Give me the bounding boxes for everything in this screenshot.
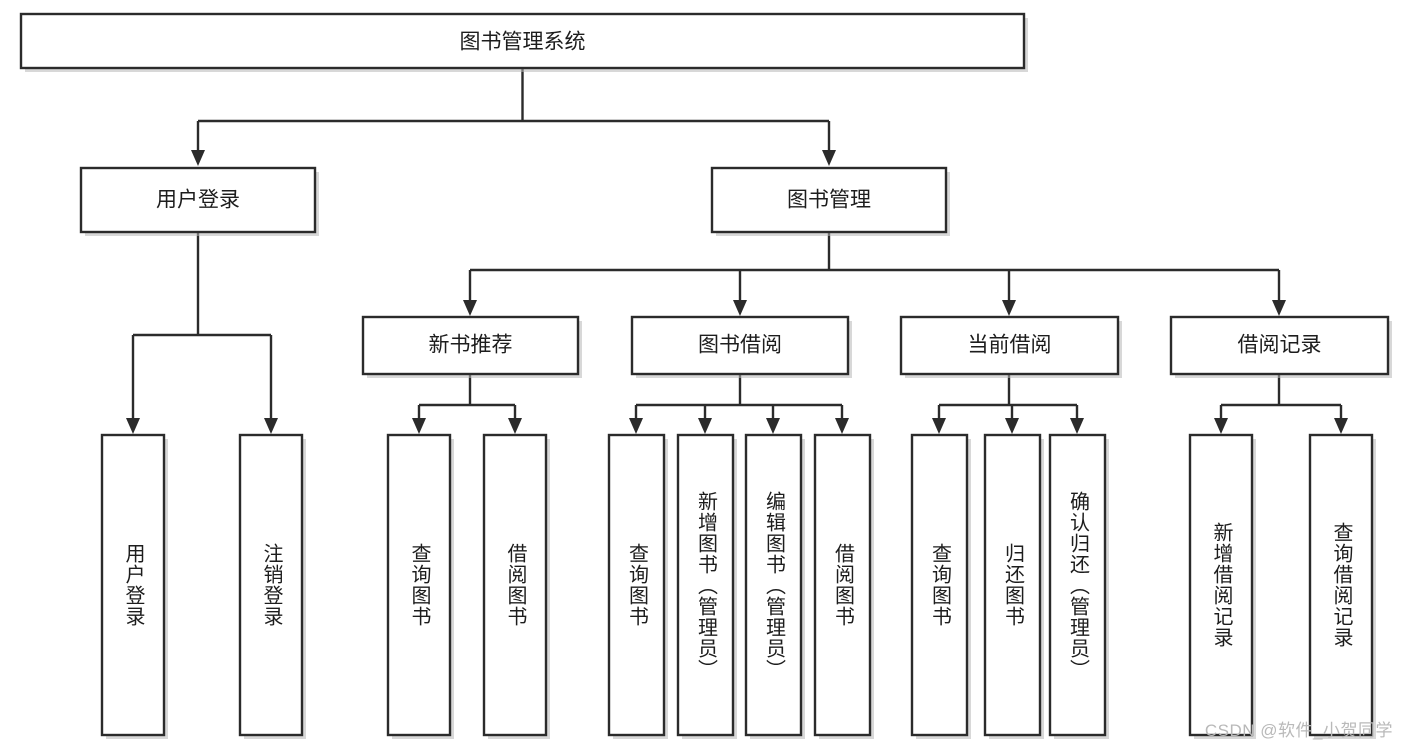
watermark-text: CSDN @软件_小贺同学 (1204, 721, 1393, 740)
node-borrow-record[interactable]: 借阅记录 (1169, 315, 1392, 378)
arrowhead-leaf-add-book (698, 418, 712, 434)
node-new-book-rec[interactable]: 新书推荐 (361, 315, 582, 378)
node-book-manage-rect[interactable] (710, 166, 948, 234)
node-book-manage[interactable]: 图书管理 (710, 166, 950, 236)
leaf-query-book-cur-rect[interactable] (910, 433, 969, 737)
arrowhead-leaf-borrow-book-rec (508, 418, 522, 434)
node-current-borrow[interactable]: 当前借阅 (899, 315, 1122, 378)
connector-group-current-borrow (932, 374, 1084, 434)
arrowhead-leaf-edit-book (766, 418, 780, 434)
arrowhead-leaf-query-book-cur (932, 418, 946, 434)
connector-group-book-borrow (629, 374, 849, 434)
arrowhead-leaf-query-book-bor (629, 418, 643, 434)
leaf-add-record-rect[interactable] (1188, 433, 1254, 737)
node-user-login[interactable]: 用户登录 (79, 166, 319, 236)
leaf-user-login-rect[interactable] (100, 433, 166, 737)
connector-group-borrow-record (1214, 374, 1348, 434)
connector-group-new-book-rec (412, 374, 522, 434)
node-current-borrow-rect[interactable] (899, 315, 1120, 376)
arrowhead-leaf-user-login (126, 418, 140, 434)
leaf-borrow-book-rec-rect[interactable] (482, 433, 548, 737)
connector-group-book-manage (463, 232, 1286, 316)
node-book-borrow-label: 图书借阅 (698, 334, 782, 357)
node-book-borrow[interactable]: 图书借阅 (630, 315, 852, 378)
arrowhead-borrow-record (1272, 300, 1286, 316)
node-borrow-record-label: 借阅记录 (1238, 334, 1322, 357)
leaf-confirm-return-rect[interactable] (1048, 433, 1107, 737)
connector-group-root (191, 68, 836, 166)
node-root-rect[interactable] (19, 12, 1026, 70)
node-user-login-rect[interactable] (79, 166, 317, 234)
arrowhead-book-borrow (733, 300, 747, 316)
leaf-query-record-rect[interactable] (1308, 433, 1374, 737)
node-new-book-rec-rect[interactable] (361, 315, 580, 376)
arrowhead-new-book-rec (463, 300, 477, 316)
arrowhead-leaf-logout (264, 418, 278, 434)
arrowhead-leaf-confirm-return (1070, 418, 1084, 434)
arrowhead-current-borrow (1002, 300, 1016, 316)
node-borrow-record-rect[interactable] (1169, 315, 1390, 376)
arrowhead-leaf-query-book-rec (412, 418, 426, 434)
leaf-add-book-rect[interactable] (676, 433, 735, 737)
leaf-query-book-bor-rect[interactable] (607, 433, 666, 737)
leaf-logout-rect[interactable] (238, 433, 304, 737)
leaf-rect-group (100, 433, 1376, 739)
leaf-edit-book-rect[interactable] (744, 433, 803, 737)
arrowhead-book-manage (822, 150, 836, 166)
arrowhead-leaf-borrow-book-bor (835, 418, 849, 434)
leaf-query-book-rec-rect[interactable] (386, 433, 452, 737)
leaf-return-book-rect[interactable] (983, 433, 1042, 737)
arrowhead-leaf-add-record (1214, 418, 1228, 434)
leaf-borrow-book-bor-rect[interactable] (813, 433, 872, 737)
arrowhead-leaf-query-record (1334, 418, 1348, 434)
node-current-borrow-label: 当前借阅 (968, 334, 1052, 357)
connector-group-user-login (126, 232, 278, 434)
node-user-login-label: 用户登录 (156, 189, 240, 212)
node-root-label: 图书管理系统 (460, 31, 586, 54)
node-new-book-rec-label: 新书推荐 (429, 334, 513, 357)
node-book-manage-label: 图书管理 (787, 189, 871, 212)
node-root[interactable]: 图书管理系统 (19, 12, 1028, 72)
arrowhead-leaf-return-book (1005, 418, 1019, 434)
arrowhead-user-login (191, 150, 205, 166)
node-book-borrow-rect[interactable] (630, 315, 850, 376)
